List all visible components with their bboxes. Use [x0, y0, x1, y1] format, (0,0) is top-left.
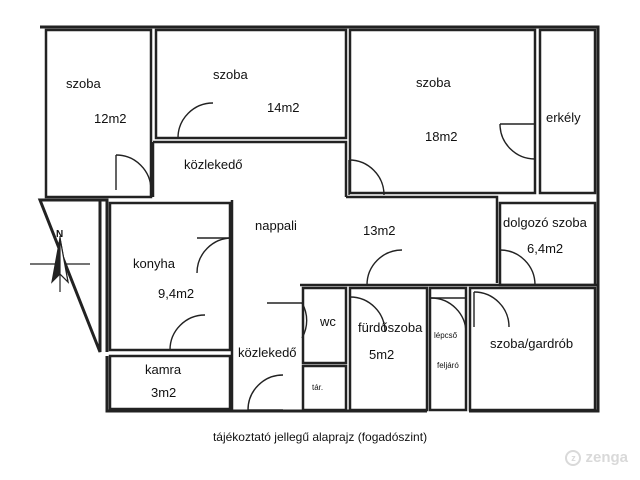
compass-north-label: N: [56, 229, 64, 240]
bathroom-name: fürdőszoba: [358, 320, 423, 335]
storage-walls: [301, 364, 348, 412]
door-room-1: [115, 154, 152, 191]
room-2-name: szoba: [213, 67, 248, 82]
watermark-text: zenga: [585, 449, 628, 466]
kitchen-name: konyha: [133, 256, 175, 271]
door-wardrobe: [473, 291, 510, 328]
bathroom-walls: [348, 286, 429, 412]
balcony-name: erkély: [546, 110, 581, 125]
room-3-walls: [348, 28, 537, 195]
door-stair: [430, 297, 467, 334]
pantry-name: kamra: [145, 362, 182, 377]
stair-walls: [428, 286, 468, 412]
door-kitchen: [196, 237, 233, 274]
living-wall: [230, 195, 499, 410]
door-corridor: [348, 159, 385, 196]
corridor-top-name: közlekedő: [184, 157, 243, 172]
room-2-walls: [154, 28, 348, 140]
room-1-walls: [44, 28, 153, 199]
bathroom-area: 5m2: [369, 347, 395, 362]
wardrobe-room-name: szoba/gardrób: [490, 336, 574, 351]
stair-name: lépcső: [434, 331, 458, 340]
kitchen-area: 9,4m2: [158, 286, 195, 301]
door-bathroom: [349, 296, 386, 333]
watermark: z zenga: [565, 449, 628, 466]
zenga-logo-icon: z: [565, 449, 582, 466]
door-entrance: [247, 374, 284, 411]
wc-walls: [301, 286, 348, 365]
pantry-area: 3m2: [151, 385, 177, 400]
living-area: 13m2: [363, 223, 396, 238]
door-maid-room: [499, 249, 536, 286]
room-1-name: szoba: [66, 76, 101, 91]
kitchen-walls: [108, 201, 232, 352]
compass-icon: [30, 236, 90, 292]
door-room-2: [177, 102, 214, 139]
pantry-walls: [108, 354, 232, 411]
door-living: [366, 249, 403, 286]
door-wc: [267, 302, 308, 339]
wardrobe-walls: [468, 286, 597, 412]
stair-sub: feljáró: [437, 361, 459, 370]
door-room-3: [499, 123, 536, 160]
plan-caption: tájékoztató jellegű alaprajz (fogadószin…: [212, 430, 428, 444]
corridor-bottom-name: közlekedő: [238, 345, 297, 360]
balcony-walls: [538, 28, 597, 195]
room-1-area: 12m2: [94, 111, 127, 126]
room-3-name: szoba: [416, 75, 451, 90]
room-2-area: 14m2: [267, 100, 300, 115]
storage-name: tár.: [312, 383, 324, 392]
living-name: nappali: [255, 218, 297, 233]
maid-room-name: dolgozó szoba: [503, 215, 587, 230]
outer-wall-gap: [40, 198, 109, 352]
door-kitchen-lower: [169, 314, 206, 351]
corridor-wall: [151, 140, 348, 197]
maid-room-area: 6,4m2: [527, 241, 564, 256]
room-3-area: 18m2: [425, 129, 458, 144]
wc-name: wc: [320, 314, 336, 329]
